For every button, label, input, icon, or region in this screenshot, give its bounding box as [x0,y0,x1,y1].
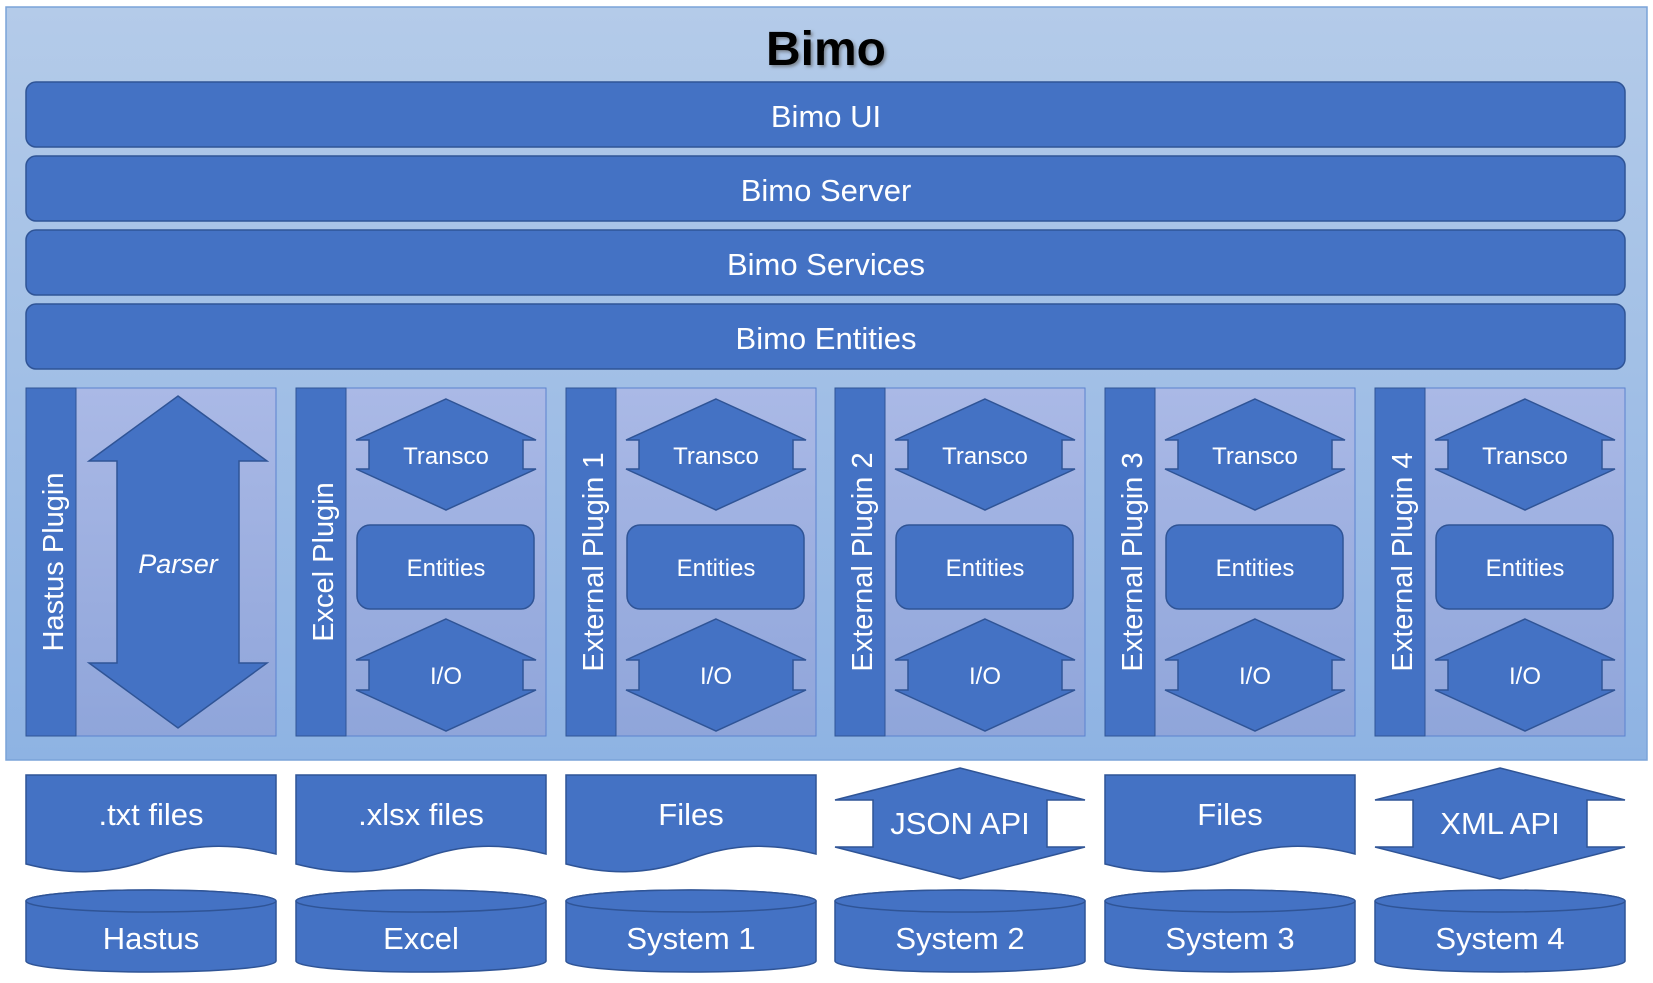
transco-label: Transco [403,443,489,470]
plugin-excel: Excel Plugin Transco Entities I/O [295,387,547,737]
plugin-external-3: External Plugin 3 Transco Entities I/O [1104,387,1356,737]
entities-label: Entities [407,555,486,582]
plugin-side-bar [565,387,617,737]
system-label: Hastus [103,921,199,956]
plugin-side-bar [25,387,77,737]
transco-label: Transco [1212,443,1298,470]
layer-label: Bimo Server [741,173,912,208]
plugin-label: External Plugin 1 [578,452,610,671]
io-label: I/O [700,663,732,690]
system-1-database: System 1 [565,889,817,973]
io-label: I/O [969,663,1001,690]
io-label: I/O [430,663,462,690]
plugin-external-4: External Plugin 4 Transco Entities I/O [1374,387,1626,737]
entities-box [626,524,805,610]
plugin-side-bar [834,387,886,737]
entities-label: Entities [946,555,1025,582]
io-double-arrow [1164,618,1346,732]
io-double-arrow [894,618,1076,732]
io-label: I/O [1239,663,1271,690]
parser-label: Parser [138,549,219,579]
entities-label: Entities [1486,555,1565,582]
plugin-label: Hastus Plugin [38,473,70,652]
interface-label: XML API [1440,806,1559,841]
transco-label: Transco [942,443,1028,470]
interface-json-api-arrow [834,767,1086,880]
system-label: System 1 [626,921,755,956]
transco-label: Transco [1482,443,1568,470]
interface-row: .txt files .xlsx files Files JSON API Fi… [25,767,1626,880]
interface-label: JSON API [890,806,1030,841]
interface-document-xlsx [295,774,547,873]
transco-double-arrow [1164,398,1346,511]
layer-stack: Bimo UI Bimo Server Bimo Services Bimo E… [25,81,1626,370]
entities-box [1435,524,1614,610]
plugin-label: External Plugin 3 [1117,452,1149,671]
interface-label: .txt files [98,797,203,832]
system-label: Excel [383,921,459,956]
layer-bimo-services [25,229,1626,296]
transco-label: Transco [673,443,759,470]
system-label: System 4 [1435,921,1564,956]
entities-box [356,524,535,610]
layer-label: Bimo Services [727,247,925,282]
systems-row: Hastus Excel System 1 System 2 System 3 … [25,889,1626,973]
interface-label: .xlsx files [358,797,484,832]
plugin-label: External Plugin 4 [1387,452,1419,671]
layer-bimo-server [25,155,1626,222]
system-4-database: System 4 [1374,889,1626,973]
layer-label: Bimo Entities [736,321,917,356]
plugin-external-1: External Plugin 1 Transco Entities I/O [565,387,817,737]
transco-double-arrow [1434,398,1616,511]
io-double-arrow [1434,618,1616,732]
plugin-label: Excel Plugin [308,482,340,642]
entities-box [895,524,1074,610]
plugin-label: External Plugin 2 [847,452,879,671]
system-3-database: System 3 [1104,889,1356,973]
entities-label: Entities [1216,555,1295,582]
io-label: I/O [1509,663,1541,690]
interface-document-txt [25,774,277,873]
plugin-side-bar [1374,387,1426,737]
parser-double-arrow [86,395,270,729]
system-2-database: System 2 [834,889,1086,973]
bimo-title: Bimo [766,23,886,76]
interface-document-files-2 [1104,774,1356,873]
interface-label: Files [658,797,723,832]
plugin-hastus: Hastus Plugin Parser [25,387,277,737]
plugin-external-2: External Plugin 2 Transco Entities I/O [834,387,1086,737]
interface-xml-api-arrow [1374,767,1626,880]
system-excel-database: Excel [295,889,547,973]
interface-label: Files [1197,797,1262,832]
entities-box [1165,524,1344,610]
io-double-arrow [625,618,807,732]
transco-double-arrow [355,398,537,511]
layer-bimo-entities [25,303,1626,370]
layer-bimo-ui [25,81,1626,148]
io-double-arrow [355,618,537,732]
interface-document-files-1 [565,774,817,873]
system-label: System 2 [895,921,1024,956]
system-label: System 3 [1165,921,1294,956]
layer-label: Bimo UI [771,99,881,134]
plugin-side-bar [1104,387,1156,737]
transco-double-arrow [625,398,807,511]
system-hastus-database: Hastus [25,889,277,973]
plugin-side-bar [295,387,347,737]
transco-double-arrow [894,398,1076,511]
entities-label: Entities [677,555,756,582]
